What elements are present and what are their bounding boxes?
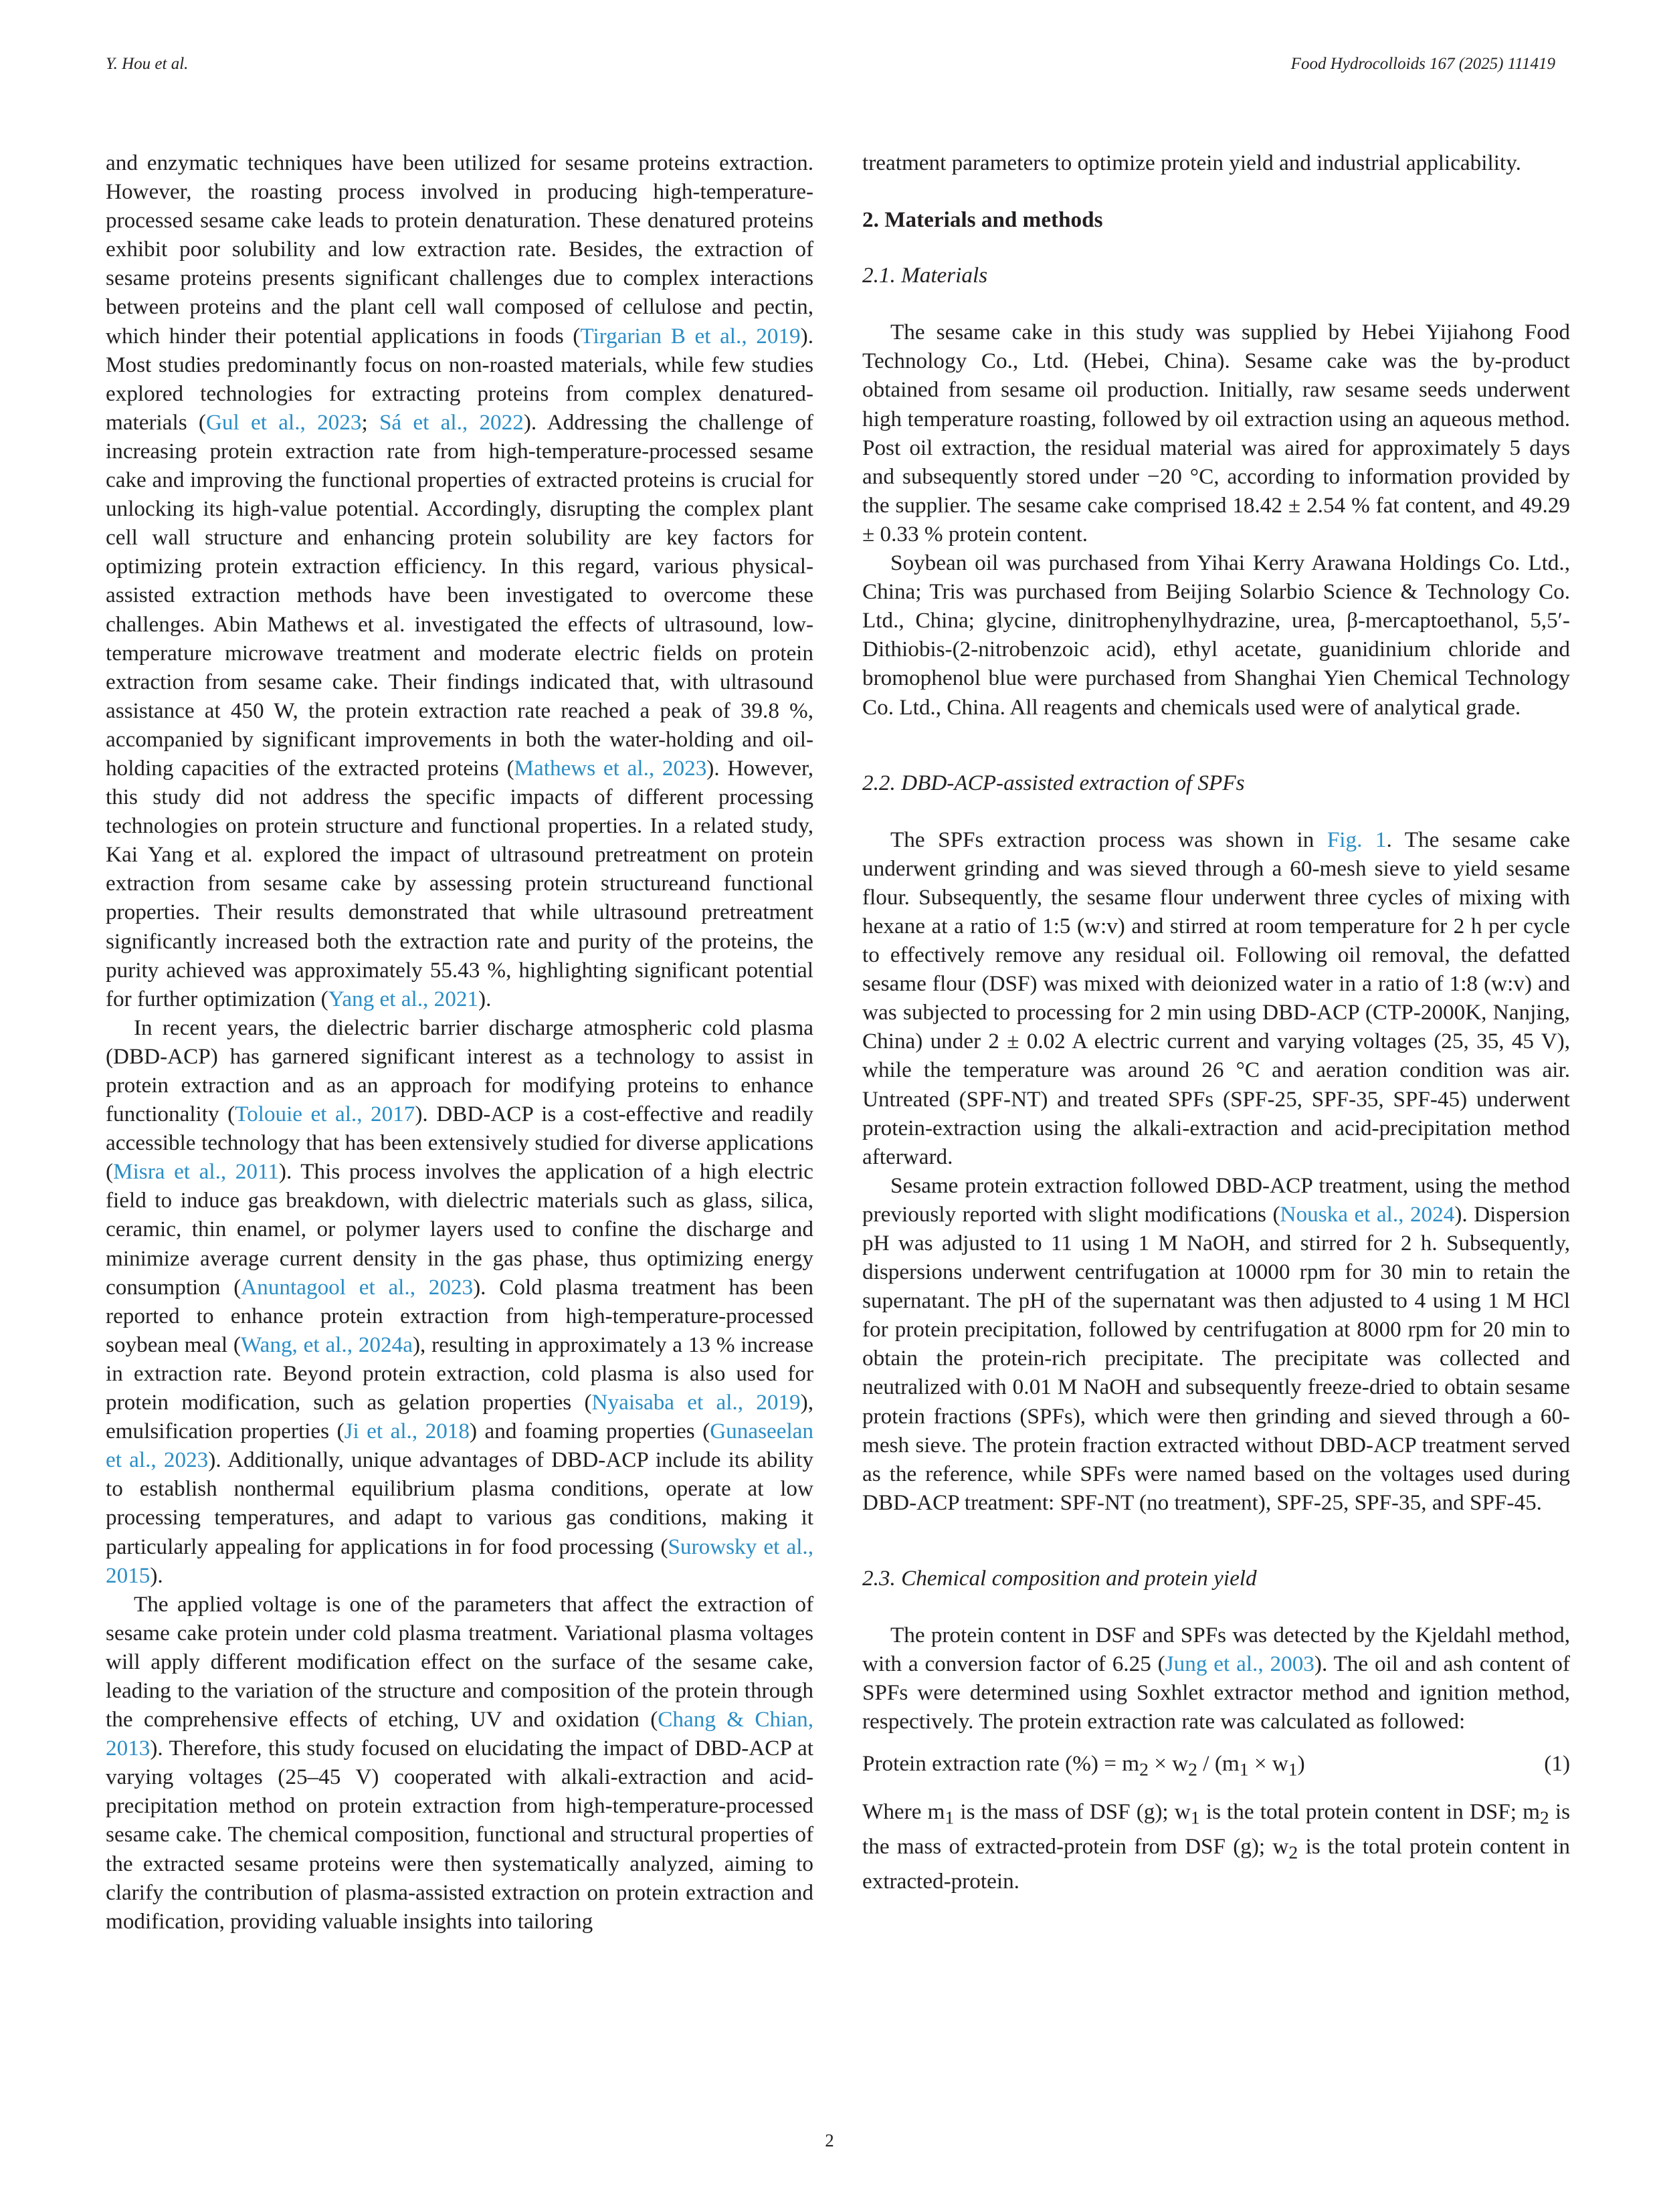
section-heading-materials-methods: 2. Materials and methods — [862, 207, 1103, 233]
citation-link[interactable]: Wang, et al., 2024a — [240, 1332, 413, 1357]
figure-link[interactable]: Fig. 1 — [1327, 827, 1387, 852]
citation-link[interactable]: Ji et al., 2018 — [344, 1419, 470, 1444]
equation-body: Protein extraction rate (%) = m2 × w2 / … — [862, 1751, 1305, 1781]
citation-link[interactable]: Nouska et al., 2024 — [1280, 1201, 1455, 1227]
intro-paragraph-2: In recent years, the dielectric barrier … — [106, 1015, 814, 1588]
page-number: 2 — [825, 2130, 834, 2150]
composition-paragraph: The protein content in DSF and SPFs was … — [862, 1623, 1570, 1734]
citation-link[interactable]: Mathews et al., 2023 — [514, 755, 707, 781]
intro-paragraph-end: treatment parameters to optimize protein… — [862, 150, 1521, 175]
citation-link[interactable]: Tirgarian B et al., 2019 — [580, 323, 801, 348]
citation-link[interactable]: Chang & Chian, 2013 — [106, 1707, 813, 1761]
citation-link[interactable]: Surowsky et al., 2015 — [106, 1534, 814, 1588]
citation-link[interactable]: Tolouie et al., 2017 — [235, 1102, 415, 1127]
subsection-heading-extraction: 2.2. DBD-ACP-assisted extraction of SPFs — [862, 770, 1245, 795]
citation-link[interactable]: Sá et al., 2022 — [379, 409, 524, 435]
citation-link[interactable]: Yang et al., 2021 — [328, 986, 479, 1011]
running-header-journal: Food Hydrocolloids 167 (2025) 111419 — [1290, 55, 1555, 73]
citation-link[interactable]: Misra et al., 2011 — [113, 1159, 279, 1185]
citation-link[interactable]: Gul et al., 2023 — [205, 409, 362, 435]
running-header-authors: Y. Hou et al. — [106, 55, 189, 73]
extraction-paragraph-2: Sesame protein extraction followed DBD-A… — [862, 1173, 1571, 1515]
intro-paragraph-3: The applied voltage is one of the parame… — [106, 1591, 813, 1934]
equation-definitions: Where m1 is the mass of DSF (g); w1 is t… — [862, 1799, 1571, 1894]
citation-link[interactable]: Gunaseelan et al., 2023 — [106, 1419, 813, 1473]
extraction-paragraph-1: The SPFs extraction process was shown in… — [862, 827, 1570, 1169]
left-column: and enzymatic techniques have been utili… — [106, 148, 813, 1936]
subsection-heading-composition: 2.3. Chemical composition and protein yi… — [862, 1565, 1257, 1591]
citation-link[interactable]: Anuntagool et al., 2023 — [241, 1274, 474, 1300]
intro-paragraph-1: and enzymatic techniques have been utili… — [106, 150, 813, 1011]
right-column: treatment parameters to optimize protein… — [862, 148, 1570, 1896]
materials-paragraph-2: Soybean oil was purchased from Yihai Ker… — [862, 550, 1570, 720]
materials-paragraph-1: The sesame cake in this study was suppli… — [862, 320, 1570, 546]
subsection-heading-materials: 2.1. Materials — [862, 263, 988, 288]
equation-1: Protein extraction rate (%) = m2 × w2 / … — [862, 1749, 1570, 1784]
citation-link[interactable]: Nyaisaba et al., 2019 — [591, 1390, 801, 1415]
citation-link[interactable]: Jung et al., 2003 — [1165, 1651, 1314, 1677]
equation-number: (1) — [1544, 1751, 1570, 1777]
